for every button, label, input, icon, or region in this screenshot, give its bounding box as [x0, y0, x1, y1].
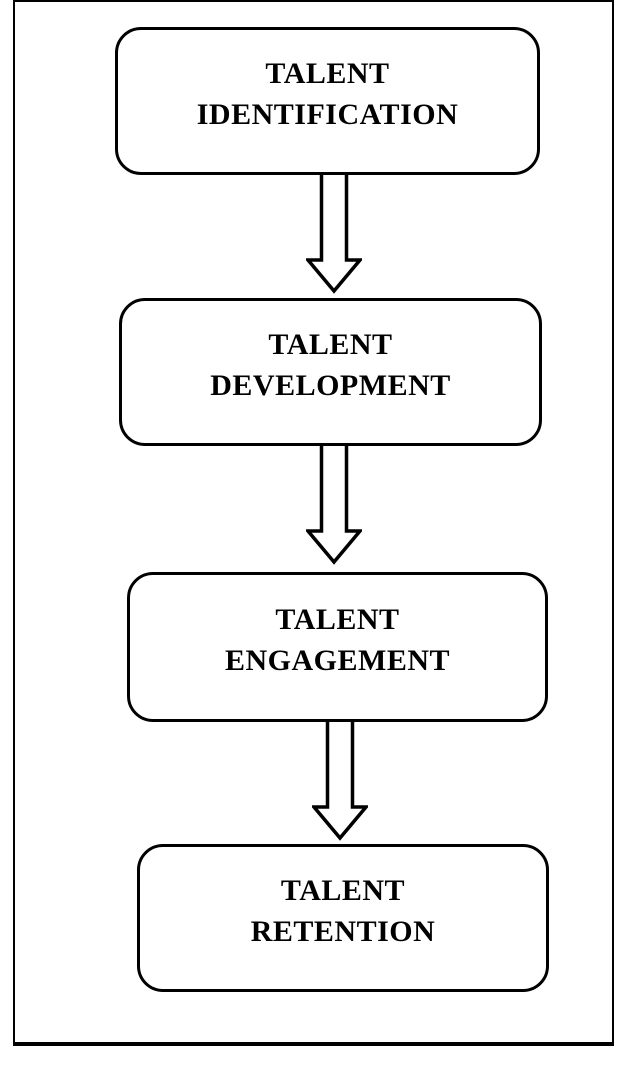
flow-step-label-line: IDENTIFICATION [196, 98, 459, 131]
flow-step-talent-retention: TALENT RETENTION [137, 844, 549, 992]
flow-step-talent-identification: TALENT IDENTIFICATION [115, 27, 540, 175]
flow-step-label-line: TALENT [265, 57, 390, 90]
flow-step-talent-development: TALENT DEVELOPMENT [119, 298, 542, 446]
diagram-outer-frame: TALENT IDENTIFICATION TALENT DEVELOPMENT… [13, 0, 614, 1046]
flow-step-label-line: ENGAGEMENT [224, 644, 451, 677]
flow-step-label-line: DEVELOPMENT [210, 369, 451, 402]
down-arrow-icon [306, 172, 362, 294]
flow-step-label-line: TALENT [268, 328, 393, 361]
flow-step-talent-engagement: TALENT ENGAGEMENT [127, 572, 548, 722]
flow-step-label-line: TALENT [275, 603, 400, 636]
down-arrow-icon [306, 443, 362, 565]
flow-step-label-line: RETENTION [250, 915, 436, 948]
flow-step-label-line: TALENT [280, 874, 406, 907]
down-arrow-icon [312, 719, 368, 841]
